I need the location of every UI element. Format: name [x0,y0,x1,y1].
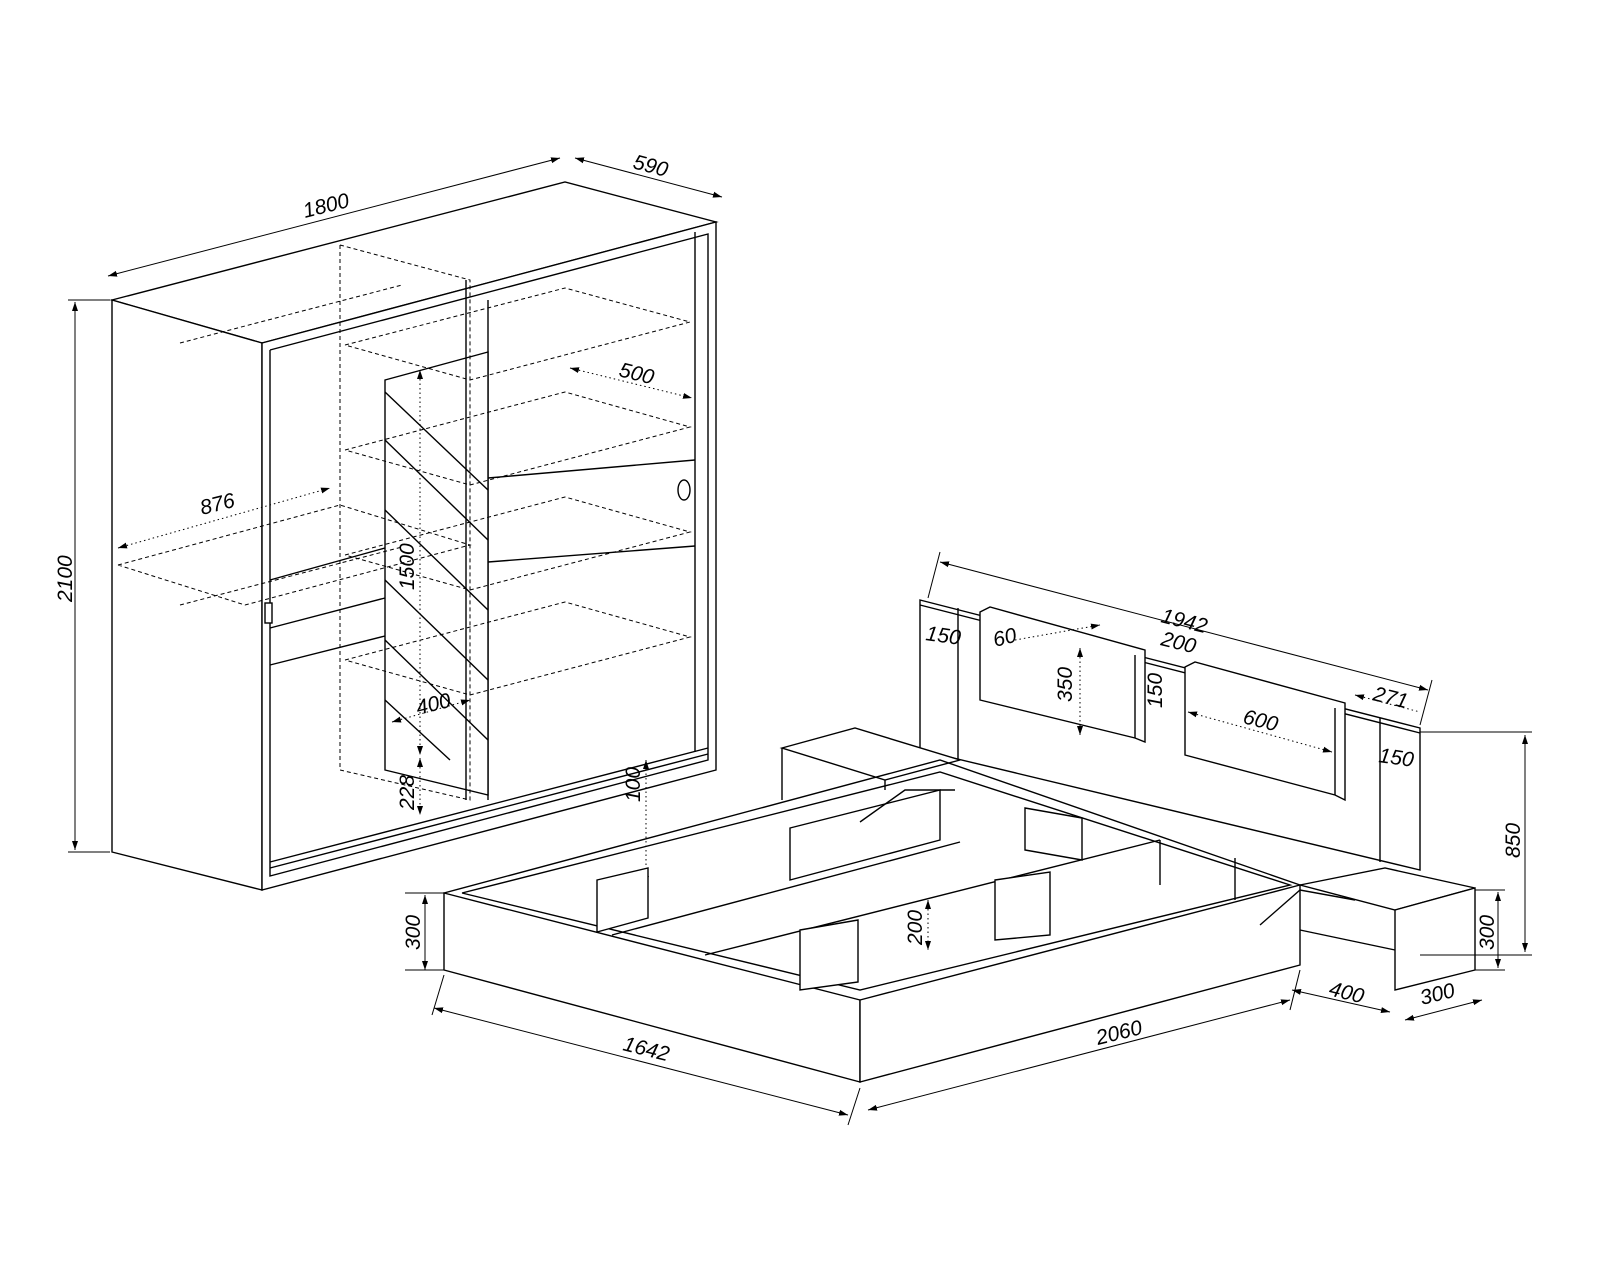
dim-frame-height: 300 [402,915,425,950]
dim-headboard-side-left: 150 [924,622,962,650]
dim-wardrobe-height: 2100 [54,555,77,603]
dim-nightstand-depth: 400 [1327,978,1367,1009]
dim-bottom-gap: 228 [396,775,419,811]
dim-headboard-height: 850 [1502,823,1525,858]
dim-wardrobe-width: 1800 [301,189,352,223]
dim-nightstand-width: 300 [1418,979,1458,1010]
wardrobe-side [111,299,263,891]
dim-cushion-height: 350 [1054,667,1077,702]
dim-side-offset: 271 [1370,682,1411,713]
dim-cushion-depth: 60 [991,624,1020,652]
dim-headboard-side-right: 150 [1377,744,1415,772]
dim-inner-height: 200 [904,910,927,946]
dim-cushion-offset: 150 [1144,673,1167,708]
door-handle-left [264,602,273,624]
door-handle-right [677,479,691,501]
dim-mirror-height: 1500 [396,543,419,590]
dim-plinth: 100 [622,767,645,802]
dim-frame-width: 1642 [621,1033,672,1067]
wardrobe-dimensions: 1800 590 2100 876 500 1500 400 228 100 [54,151,723,885]
dim-nightstand-height: 300 [1476,915,1499,950]
dim-wardrobe-depth: 590 [631,151,671,182]
